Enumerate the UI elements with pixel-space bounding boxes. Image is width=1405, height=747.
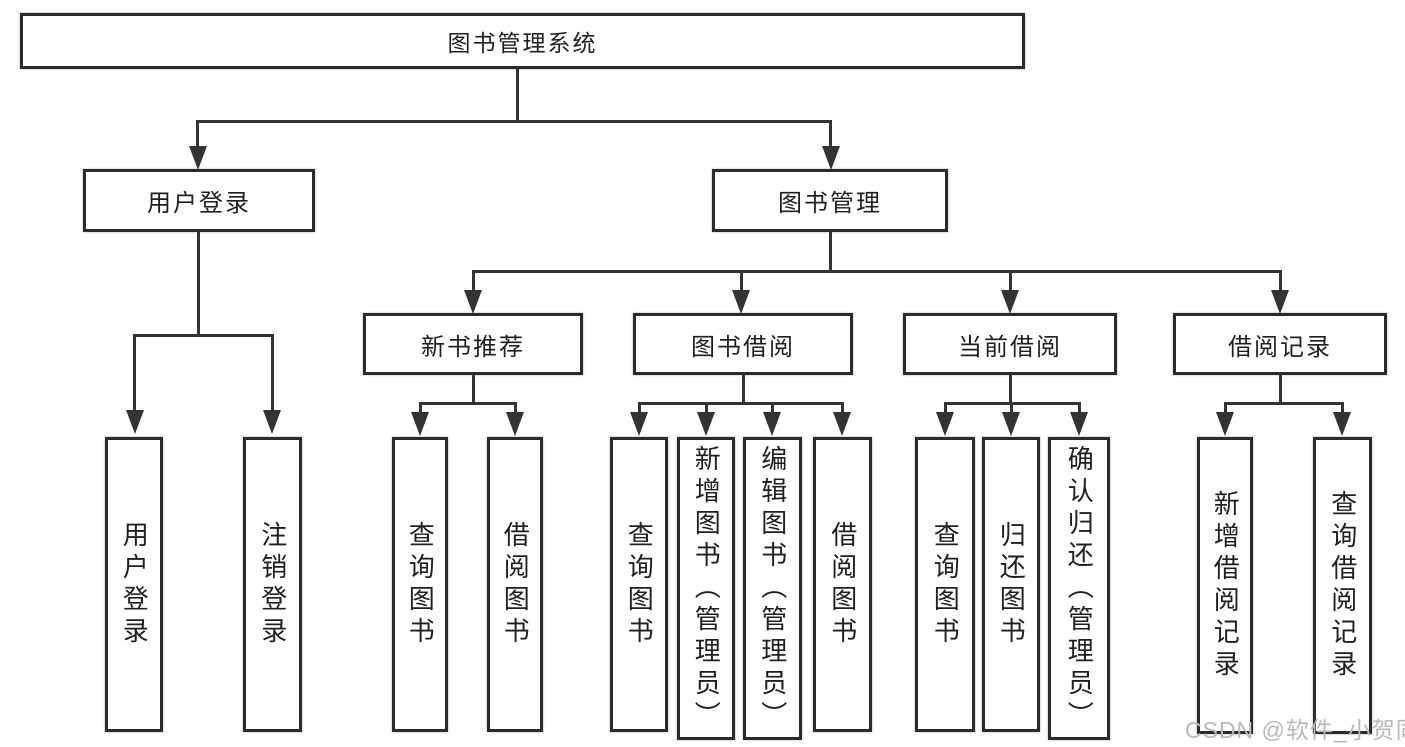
leaf-confirm-return-admin: 确认归还（管理员） (1048, 437, 1110, 740)
arrow-down-icon (1333, 412, 1351, 436)
connector-vline (196, 120, 199, 148)
arrow-down-icon (506, 412, 524, 436)
node-label: 归还图书 (996, 520, 1027, 649)
leaf-add-borrow-record: 新增借阅记录 (1197, 437, 1253, 734)
node-label: 借阅图书 (827, 520, 858, 649)
arrow-down-icon (464, 290, 482, 314)
leaf-add-book-admin: 新增图书（管理员） (677, 437, 735, 740)
node-new-book-recommend: 新书推荐 (363, 313, 583, 375)
node-label: 确认归还（管理员） (1064, 444, 1095, 733)
connector-vline (514, 402, 517, 414)
connector-vline (1341, 402, 1344, 414)
node-label: 图书管理 (778, 190, 882, 217)
connector-vline (771, 402, 774, 414)
connector-vline (742, 374, 745, 404)
node-user-login-branch: 用户登录 (83, 169, 315, 232)
connector-hline (472, 270, 1282, 273)
node-book-management: 图书管理 (712, 169, 948, 232)
node-label: 新增图书（管理员） (691, 444, 722, 733)
node-label: 借阅图书 (500, 520, 531, 649)
connector-vline (516, 69, 519, 122)
leaf-edit-book-admin: 编辑图书（管理员） (743, 437, 802, 740)
node-label: 新增借阅记录 (1210, 489, 1241, 682)
arrow-down-icon (263, 410, 281, 434)
connector-hline (196, 120, 832, 123)
node-label: 图书借阅 (691, 333, 795, 361)
connector-vline (472, 270, 475, 292)
connector-hline (133, 334, 273, 337)
arrow-down-icon (126, 410, 144, 434)
node-label: 图书管理系统 (447, 30, 598, 56)
node-library-management-system: 图书管理系统 (20, 13, 1025, 69)
leaf-borrow-books-2: 借阅图书 (813, 437, 872, 732)
connector-vline (1078, 402, 1081, 414)
leaf-borrow-books-1: 借阅图书 (487, 437, 543, 732)
node-label: 查询图书 (405, 520, 436, 649)
connector-vline (638, 402, 641, 414)
arrow-down-icon (1271, 290, 1289, 314)
arrow-down-icon (1001, 290, 1019, 314)
node-label: 用户登录 (119, 520, 150, 649)
leaf-query-borrow-record: 查询借阅记录 (1313, 437, 1372, 734)
connector-vline (472, 374, 475, 404)
connector-vline (829, 120, 832, 148)
connector-vline (1010, 402, 1013, 414)
arrow-down-icon (1216, 412, 1234, 436)
leaf-logout: 注销登录 (243, 437, 302, 732)
connector-vline (740, 270, 743, 292)
leaf-return-books: 归还图书 (982, 437, 1040, 732)
leaf-query-books-1: 查询图书 (392, 437, 448, 732)
arrow-down-icon (833, 412, 851, 436)
node-label: 新书推荐 (421, 333, 525, 361)
connector-vline (419, 402, 422, 414)
connector-vline (705, 402, 708, 414)
arrow-down-icon (630, 412, 648, 436)
connector-vline (1009, 374, 1012, 404)
connector-vline (1279, 270, 1282, 292)
node-label: 查询图书 (930, 520, 961, 649)
connector-vline (1279, 374, 1282, 404)
node-label: 查询借阅记录 (1327, 489, 1358, 682)
node-label: 用户登录 (147, 190, 251, 217)
connector-hline (638, 402, 844, 405)
arrow-down-icon (1070, 412, 1088, 436)
arrow-down-icon (1002, 412, 1020, 436)
arrow-down-icon (697, 412, 715, 436)
arrow-down-icon (189, 146, 207, 170)
connector-vline (133, 334, 136, 412)
csdn-watermark: CSDN @软件_小贺同学 (1185, 717, 1405, 743)
leaf-user-login: 用户登录 (105, 437, 163, 732)
arrow-down-icon (936, 412, 954, 436)
connector-vline (271, 334, 274, 412)
leaf-query-books-3: 查询图书 (915, 437, 975, 732)
node-label: 查询图书 (624, 520, 655, 649)
connector-vline (197, 232, 200, 336)
connector-vline (1009, 270, 1012, 292)
connector-hline (419, 402, 517, 405)
node-label: 借阅记录 (1228, 333, 1332, 361)
arrow-down-icon (732, 290, 750, 314)
node-label: 注销登录 (257, 520, 288, 649)
connector-hline (1224, 402, 1344, 405)
arrow-down-icon (822, 146, 840, 170)
node-borrow-records: 借阅记录 (1173, 313, 1387, 375)
arrow-down-icon (411, 412, 429, 436)
node-label: 编辑图书（管理员） (757, 444, 788, 733)
connector-vline (944, 402, 947, 414)
node-book-borrowing: 图书借阅 (633, 313, 853, 375)
node-current-borrowing: 当前借阅 (903, 313, 1117, 375)
connector-vline (841, 402, 844, 414)
connector-vline (829, 232, 832, 272)
arrow-down-icon (763, 412, 781, 436)
node-label: 当前借阅 (958, 333, 1062, 361)
connector-vline (1224, 402, 1227, 414)
leaf-query-books-2: 查询图书 (610, 437, 668, 732)
